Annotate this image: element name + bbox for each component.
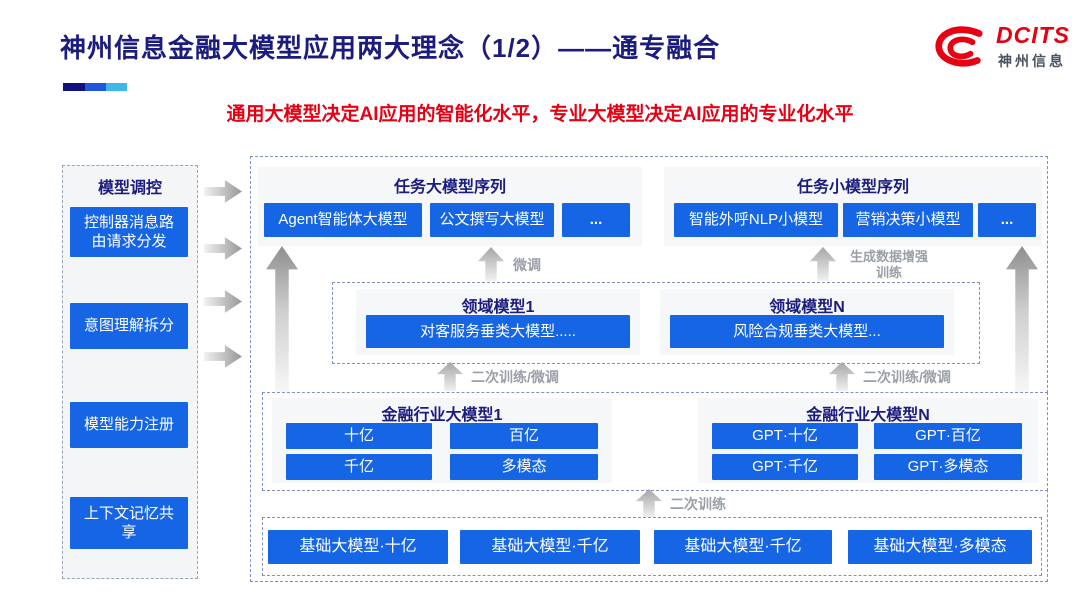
accent-segment-mid: [85, 83, 106, 91]
logo-brand-text: DCITS: [996, 22, 1070, 48]
label-gen-data-train: 生成数据增强训练: [849, 249, 928, 280]
label-second-train-ft-right: 二次训练/微调: [863, 369, 951, 385]
box-gpt-multimodal: GPT·多模态: [874, 454, 1022, 480]
arrow-right-icon: [204, 345, 242, 368]
box-task-small-ellipsis: ...: [978, 203, 1036, 237]
label-fine-tune: 微调: [513, 257, 541, 273]
box-gpt-ten-billion: GPT·百亿: [874, 423, 1022, 449]
page-title: 神州信息金融大模型应用两大理念（1/2）——通专融合: [60, 33, 721, 63]
dcits-swirl-icon: [935, 26, 983, 67]
box-risk-compliance-model: 风险合规垂类大模型...: [670, 315, 944, 348]
arrow-right-icon: [204, 290, 242, 313]
panel-title-industry-n: 金融行业大模型N: [806, 407, 930, 424]
slide-subtitle: 通用大模型决定AI应用的智能化水平，专业大模型决定AI应用的专业化水平: [226, 104, 854, 125]
box-base-model-billion: 基础大模型·十亿: [268, 530, 448, 564]
logo-brand-cn: 神州信息: [998, 53, 1066, 69]
box-gpt-billion: GPT·十亿: [712, 423, 858, 449]
sidebar-item-router-dispatch: 控制器消息路由请求分发: [70, 207, 188, 257]
accent-segment-dark: [63, 83, 85, 91]
box-marketing-decision-model: 营销决策小模型: [843, 203, 973, 237]
dcits-logo: DCITS 神州信息: [928, 18, 1070, 76]
box-base-model-multimodal: 基础大模型·多模态: [848, 530, 1032, 564]
accent-segment-light: [106, 83, 127, 91]
panel-title-domain-n: 领域模型N: [769, 299, 845, 316]
sidebar-item-capability-register: 模型能力注册: [70, 402, 188, 448]
box-hundred-billion: 千亿: [286, 454, 432, 480]
box-base-model-hundred-billion-2: 基础大模型·千亿: [654, 530, 832, 564]
box-base-model-hundred-billion-1: 基础大模型·千亿: [460, 530, 640, 564]
box-ten-billion: 百亿: [450, 423, 598, 449]
panel-title-task-large: 任务大模型序列: [393, 179, 506, 196]
title-accent-bar: [63, 83, 127, 91]
box-gpt-hundred-billion: GPT·千亿: [712, 454, 858, 480]
box-agent-large-model: Agent智能体大模型: [264, 203, 422, 237]
label-second-train: 二次训练: [670, 496, 726, 512]
panel-title-domain-1: 领域模型1: [461, 299, 535, 316]
label-second-train-ft-left: 二次训练/微调: [471, 369, 559, 385]
arrow-right-icon: [204, 237, 242, 260]
sidebar-item-intent-split: 意图理解拆分: [70, 303, 188, 349]
panel-title-industry-1: 金融行业大模型1: [381, 407, 503, 424]
box-customer-service-model: 对客服务垂类大模型.....: [366, 315, 630, 348]
sidebar-item-context-memory: 上下文记忆共享: [70, 497, 188, 549]
arrow-right-icon: [204, 180, 242, 203]
panel-title-task-small: 任务小模型序列: [796, 179, 909, 196]
box-multimodal: 多模态: [450, 454, 598, 480]
box-outbound-nlp-model: 智能外呼NLP小模型: [674, 203, 838, 237]
box-billion: 十亿: [286, 423, 432, 449]
sidebar-title: 模型调控: [97, 180, 162, 197]
box-task-large-ellipsis: ...: [562, 203, 630, 237]
box-document-writing-model: 公文撰写大模型: [430, 203, 554, 237]
